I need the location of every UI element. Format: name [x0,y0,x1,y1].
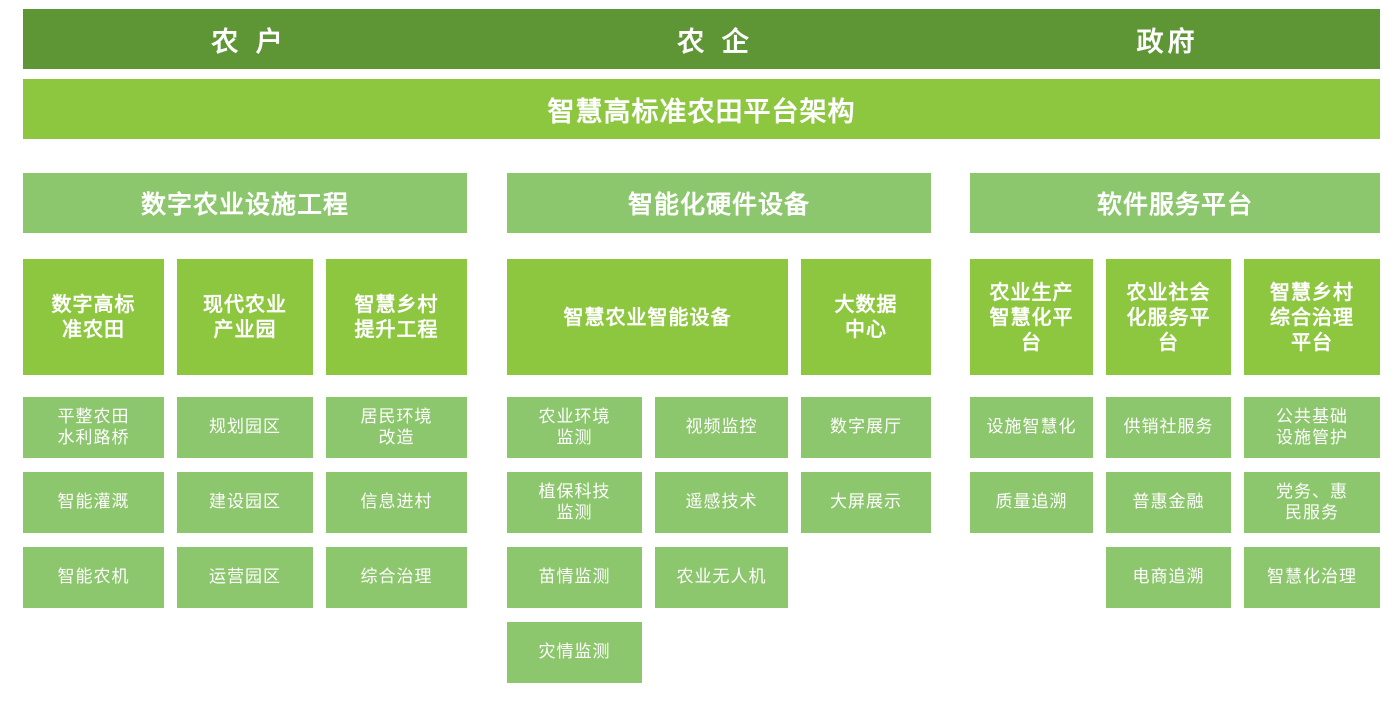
category-smart-hardware: 智能化硬件设备 [507,173,931,233]
leaf-item: 信息进村 [326,472,467,533]
leaf-item: 灾情监测 [507,622,642,683]
category-digital-facilities: 数字农业设施工程 [23,173,467,233]
leaf-item: 运营园区 [177,547,313,608]
leaf-item: 公共基础 设施管护 [1244,397,1380,458]
leaf-item: 质量追溯 [970,472,1093,533]
leaf-item: 农业无人机 [655,547,788,608]
leaf-item: 设施智慧化 [970,397,1093,458]
subsystem-production-platform: 农业生产 智慧化平 台 [970,259,1093,375]
leaf-item: 大屏展示 [801,472,931,533]
leaf-item: 建设园区 [177,472,313,533]
leaf-item: 综合治理 [326,547,467,608]
leaf-item: 党务、惠 民服务 [1244,472,1380,533]
stakeholder-farmers: 农 户 [23,9,475,69]
leaf-item: 智能农机 [23,547,164,608]
subsystem-smart-village: 智慧乡村 提升工程 [326,259,467,375]
subsystem-digital-farmland: 数字高标 准农田 [23,259,164,375]
category-software-platform: 软件服务平台 [970,173,1380,233]
subsystem-social-service-platform: 农业社会 化服务平 台 [1106,259,1231,375]
stakeholder-government: 政府 [955,9,1380,69]
leaf-item: 植保科技 监测 [507,472,642,533]
leaf-item: 电商追溯 [1106,547,1231,608]
subsystem-big-data-center: 大数据 中心 [801,259,931,375]
stakeholder-enterprises: 农 企 [475,9,955,69]
subsystem-smart-devices: 智慧农业智能设备 [507,259,788,375]
diagram-title: 智慧高标准农田平台架构 [23,79,1380,139]
leaf-item: 普惠金融 [1106,472,1231,533]
subsystem-agri-park: 现代农业 产业园 [177,259,313,375]
leaf-item: 遥感技术 [655,472,788,533]
leaf-item: 视频监控 [655,397,788,458]
leaf-item: 农业环境 监测 [507,397,642,458]
leaf-item: 供销社服务 [1106,397,1231,458]
leaf-item: 平整农田 水利路桥 [23,397,164,458]
leaf-item: 数字展厅 [801,397,931,458]
leaf-item: 居民环境 改造 [326,397,467,458]
leaf-item: 苗情监测 [507,547,642,608]
leaf-item: 规划园区 [177,397,313,458]
subsystem-governance-platform: 智慧乡村 综合治理 平台 [1244,259,1380,375]
leaf-item: 智能灌溉 [23,472,164,533]
leaf-item: 智慧化治理 [1244,547,1380,608]
